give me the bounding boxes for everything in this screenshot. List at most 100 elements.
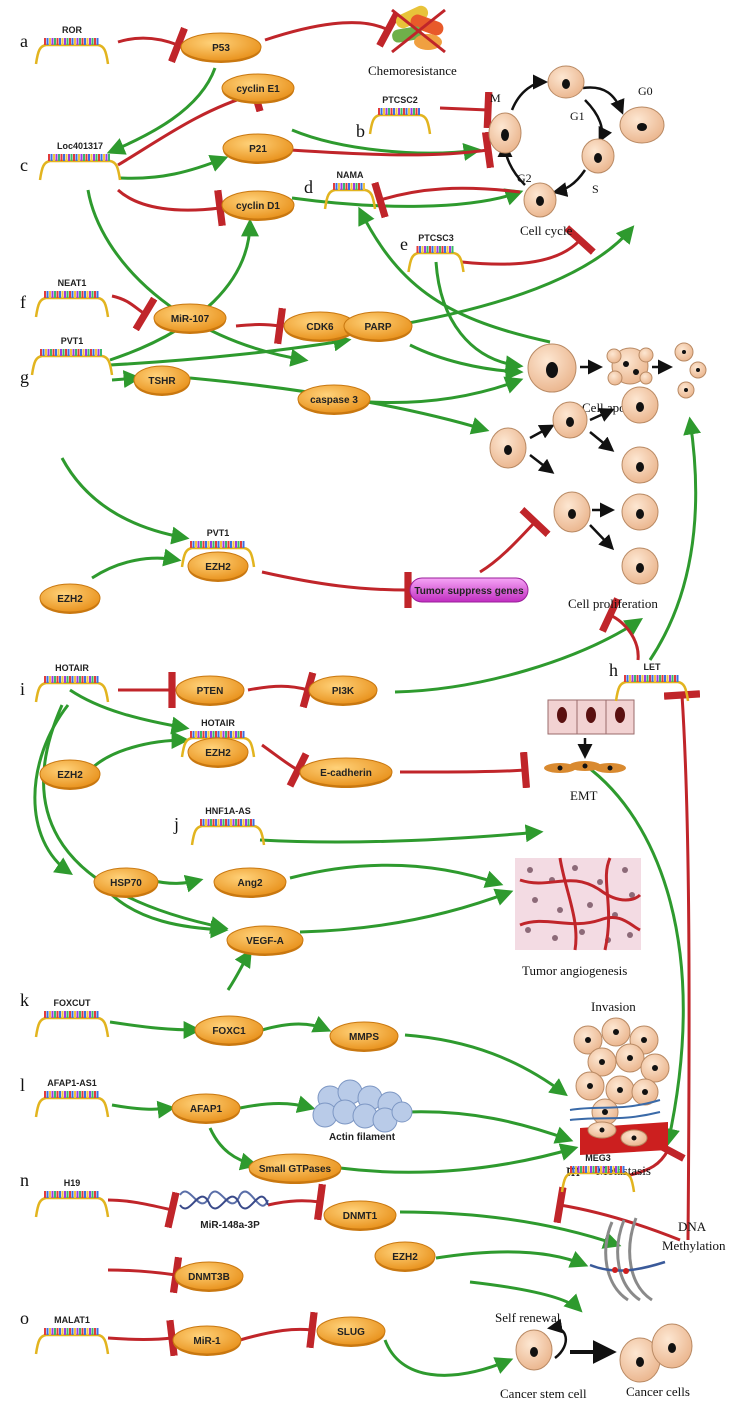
protein-ezh2-second: EZH2 (39, 759, 101, 790)
inhibit-methylation-meg3 (553, 1186, 681, 1242)
label-cell-cycle: Cell cycle (520, 223, 573, 238)
cell-apoptosis-group: Cell apoptosis (527, 342, 707, 415)
lnc-pvt1: PVT1 (30, 336, 114, 376)
lnc-meg3: MEG3 (560, 1153, 636, 1193)
protein-dnmt3b: DNMT3B (174, 1261, 244, 1292)
protein-mir-107: MiR-107 (153, 303, 227, 334)
protein-caspase3: caspase 3 (297, 384, 371, 415)
lnc-hnf1a-as: HNF1A-AS (190, 806, 266, 846)
protein-mir-107-label: MiR-107 (171, 314, 210, 325)
protein-pi3k: PI3K (308, 675, 378, 706)
protein-cdk6: CDK6 (283, 311, 357, 342)
arrow-ang2-to-angiogenesis (289, 863, 504, 888)
lnc-pvt1-complex-label: PVT1 (207, 528, 230, 538)
inhibit-ptcsc3-cycle (461, 225, 596, 266)
label-self-renewal: Self renewal (495, 1310, 561, 1325)
protein-cyclin-e1-label: cyclin E1 (236, 84, 280, 95)
phase-g0: G0 (638, 84, 653, 98)
inhibit-g2-nama (371, 181, 521, 219)
lnc-malat1: MALAT1 (34, 1315, 110, 1355)
arrow-hotair-to-hotaircomplex (69, 688, 190, 735)
protein-ezh2-complex: EZH2 (187, 551, 249, 582)
protein-slug-label: SLUG (337, 1327, 365, 1338)
lnc-let-label: LET (644, 662, 662, 672)
label-dna: DNA (678, 1219, 707, 1234)
panel-letter-i: i (20, 679, 25, 699)
protein-cdk6-label: CDK6 (306, 322, 334, 333)
lnc-hnf1a-as-label: HNF1A-AS (205, 806, 251, 816)
lnc-hotair-complex-label: HOTAIR (201, 718, 235, 728)
apoptotic-bodies (674, 342, 707, 399)
apoptotic-blebbing-cell (606, 347, 654, 386)
protein-ezh2-complex-label: EZH2 (205, 562, 231, 573)
protein-cyclin-e1: cyclin E1 (221, 73, 295, 104)
arrow-ptcsc3-to-apoptosis (434, 261, 524, 374)
arrow-p53-to-loc401317 (106, 67, 217, 155)
label-invasion: Invasion (591, 999, 636, 1014)
cell-s-nucleus (594, 153, 602, 163)
arrow-mmps-to-invasion (404, 1033, 568, 1097)
panel-letter-g: g (20, 367, 29, 387)
arrow-foxc1-to-vegfa (226, 948, 252, 991)
lnc-hotair: HOTAIR (34, 663, 110, 703)
arrow-gtpases-to-metastasis (339, 1143, 579, 1174)
apoptosis-cell-nucleus (546, 362, 558, 378)
protein-p21: P21 (222, 133, 294, 164)
invasion-group: Invasion (569, 999, 670, 1126)
protein-p53-label: P53 (212, 43, 230, 54)
protein-caspase3-label: caspase 3 (310, 395, 358, 406)
protein-ezh2-third: EZH2 (374, 1241, 436, 1272)
inhibit-pvt1complex-tsg (261, 570, 412, 609)
inhibit-complex-ecadherin (261, 743, 310, 788)
panel-letter-h: h (609, 660, 618, 680)
arrow-apoptosis-to-nama (358, 206, 551, 344)
lnc-meg3-label: MEG3 (585, 1153, 611, 1163)
protein-ezh2-second-label: EZH2 (57, 770, 83, 781)
label-cancer-stem-cell: Cancer stem cell (500, 1386, 587, 1401)
inhibit-neat1-mir107 (111, 294, 158, 332)
cell-m-nucleus (501, 129, 509, 141)
protein-ezh2-third-label: EZH2 (392, 1252, 418, 1263)
protein-hsp70-label: HSP70 (110, 878, 142, 889)
cycle-arrow-s-g2 (552, 169, 587, 197)
dna-methylation-icon (589, 1217, 666, 1302)
inhibit-p21-cycle (289, 131, 495, 169)
arrow-emt-to-metastasis (584, 763, 685, 1147)
emt-group: EMT (544, 699, 635, 803)
cell-g1-nucleus (562, 79, 570, 89)
panel-letter-o: o (20, 1308, 29, 1328)
inhibit-malat1-mir1 (107, 1319, 178, 1357)
cell-g2-nucleus (536, 196, 544, 206)
arrow-dnmt3b-to-stem (469, 1280, 583, 1313)
protein-mmps: MMPS (329, 1021, 399, 1052)
arrow-cyclinE1-to-cycle (291, 128, 482, 161)
mesenchymal-cells (544, 761, 626, 773)
protein-ezh2-label: EZH2 (57, 594, 83, 605)
lnc-neat1: NEAT1 (34, 278, 110, 318)
protein-pten: PTEN (175, 675, 245, 706)
label-tumor-angiogenesis: Tumor angiogenesis (522, 963, 627, 978)
arrow-loc-to-caspase3 (86, 189, 309, 367)
lnc-malat1-label: MALAT1 (54, 1315, 90, 1325)
lnc-pvt1-label: PVT1 (61, 336, 84, 346)
phase-s: S (592, 182, 599, 196)
inhibit-mir269-dnmt3b (107, 1256, 183, 1294)
inhibit-mir1-slug (239, 1311, 318, 1349)
protein-tshr: TSHR (133, 365, 191, 396)
protein-pi3k-label: PI3K (332, 686, 355, 697)
inhibit-tsg-proliferation (479, 507, 551, 574)
lnc-loc401317-label: Loc401317 (57, 141, 103, 151)
arrow-hsp70-to-vegfa (111, 893, 229, 939)
lnc-foxcut-label: FOXCUT (54, 998, 92, 1008)
protein-slug: SLUG (316, 1316, 386, 1347)
cycle-arrow-m-g1 (510, 74, 548, 111)
arrow-afap1as1-to-afap1 (111, 1100, 176, 1119)
inhibit-mir148-dnmt1 (267, 1183, 326, 1221)
panel-letter-d: d (304, 177, 313, 197)
tumor-angiogenesis-image: Tumor angiogenesis (515, 857, 642, 978)
protein-cyclin-d1: cyclin D1 (221, 190, 295, 221)
lnc-ptcsc2-label: PTCSC2 (382, 95, 418, 105)
arrow-pi3k-to-proliferation (394, 618, 643, 694)
panel-letter-l: l (20, 1075, 25, 1095)
protein-e-cadherin: E-cadherin (299, 757, 393, 788)
